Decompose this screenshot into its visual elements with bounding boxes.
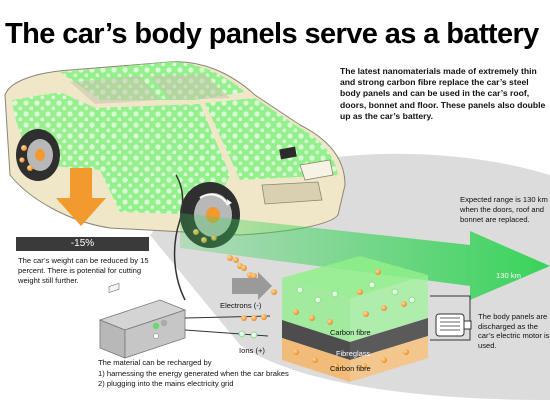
headlight [299, 159, 334, 181]
grey-arrow [232, 272, 272, 300]
discharge-text: The body panels are discharged as the ca… [478, 312, 550, 350]
layer-fibreglass: Fibreglass [336, 349, 371, 358]
charger [98, 283, 187, 359]
infographic-title: The car’s body panels serve as a battery [5, 18, 539, 50]
grille [261, 181, 323, 205]
recharge-intro: The material can be recharged by [98, 358, 212, 367]
intro-text: The latest nanomaterials made of extreme… [340, 66, 546, 121]
recharge-item: 1) harnessing the energy generated when … [98, 368, 289, 378]
charging-port [279, 146, 297, 160]
electric-motor [435, 313, 472, 337]
bonnet-panel [205, 98, 338, 180]
range-text: Expected range is 130 km when the doors,… [460, 195, 548, 224]
electron-flow [184, 314, 271, 321]
layer-carbon-fibre-bottom: Carbon fibre [330, 364, 371, 373]
recharge-text: The material can be recharged by 1) harn… [98, 358, 378, 390]
rear-wheel [16, 129, 60, 181]
car [4, 61, 346, 278]
layer-carbon-fibre-top: Carbon fibre [330, 328, 371, 337]
weight-reduction-text: The car’s weight can be reduced by 15 pe… [18, 256, 149, 285]
weight-reduction-badge: -15% [16, 237, 149, 251]
recharge-item: 2) plugging into the mains electricity g… [98, 379, 234, 388]
weight-down-arrow [56, 168, 106, 226]
range-arrow-label: 130 km [496, 271, 521, 280]
charging-cable [173, 174, 186, 301]
ion-flow [184, 329, 269, 339]
front-window [150, 74, 230, 100]
ions-label: Ions (+) [239, 346, 265, 355]
electrons-label: Electrons (-) [220, 301, 262, 310]
rear-window [70, 76, 160, 104]
motor-wire-bottom [430, 328, 471, 341]
range-arrow [180, 213, 550, 300]
battery-layers [282, 256, 428, 382]
